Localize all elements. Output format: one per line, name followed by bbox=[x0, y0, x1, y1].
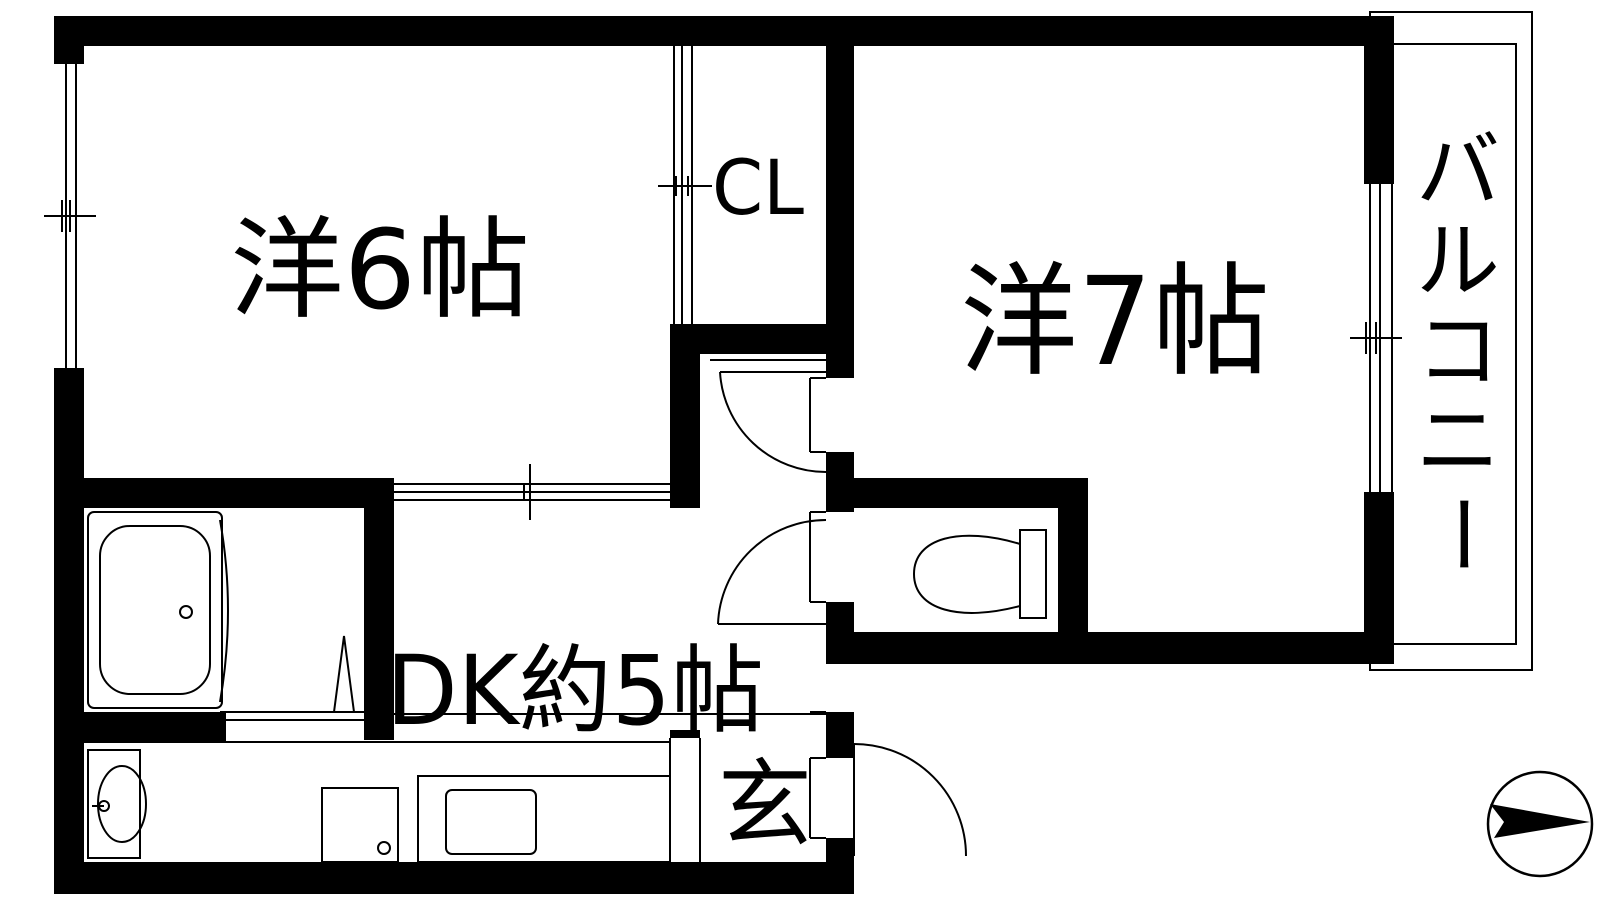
wash-basin bbox=[87, 749, 147, 859]
balcony-char-2: ル bbox=[1416, 212, 1500, 310]
room-label-closet: CL bbox=[712, 143, 804, 232]
balcony-char-1: バ bbox=[1416, 122, 1500, 220]
walls bbox=[54, 16, 1394, 894]
balcony-char-5: ー bbox=[1412, 492, 1510, 576]
compass-icon bbox=[1486, 770, 1594, 878]
balcony-char-3: コ bbox=[1416, 302, 1500, 400]
balcony-char-4: ニ bbox=[1416, 392, 1500, 490]
toilet bbox=[912, 529, 1047, 619]
kitchen-counter bbox=[84, 713, 826, 863]
windows bbox=[44, 46, 1402, 520]
bathtub bbox=[87, 511, 223, 709]
room-label-western-6: 洋6帖 bbox=[230, 206, 530, 334]
room-label-western-7: 洋7帖 bbox=[960, 251, 1270, 393]
room-label-dining-kitchen: DK約5帖 bbox=[386, 635, 764, 747]
balcony-label: バ ル コ ニ ー bbox=[1412, 122, 1510, 576]
room-label-entrance: 玄 bbox=[718, 749, 812, 861]
doors bbox=[219, 359, 967, 857]
